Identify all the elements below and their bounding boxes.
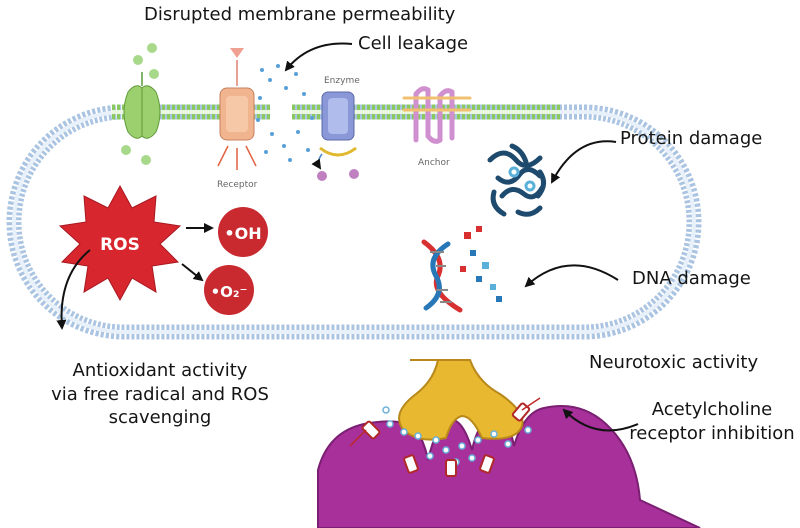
hydroxyl-label: •OH xyxy=(224,224,261,243)
membrane-gap xyxy=(270,100,292,124)
antioxidant-line-3: scavenging xyxy=(108,407,212,428)
green-channel-icon xyxy=(121,43,161,165)
dna-damage-arrow xyxy=(524,264,619,288)
neurotoxic-label: Neurotoxic activity xyxy=(589,352,759,373)
receptor-icon xyxy=(217,48,257,170)
ros-label: ROS xyxy=(100,235,140,255)
anchor-label: Anchor xyxy=(418,158,450,168)
ros-to-o2-arrow xyxy=(181,263,204,282)
protein-aggregate-icon xyxy=(487,143,546,217)
receptor-label: Receptor xyxy=(217,180,258,190)
presynaptic-terminal xyxy=(398,359,524,441)
dna-icon xyxy=(421,226,502,313)
acetylcholine-arrow xyxy=(562,408,639,432)
enzyme-label: Enzyme xyxy=(324,76,360,86)
hydroxyl-radical: •OH xyxy=(218,207,268,257)
inhibitor-syringes xyxy=(349,397,541,447)
ros-star xyxy=(58,184,182,302)
protein-damage-label: Protein damage xyxy=(620,128,763,149)
title-label: Disrupted membrane permeability xyxy=(144,4,456,25)
protein-damage-arrow xyxy=(551,140,617,184)
dna-damage-label: DNA damage xyxy=(632,268,751,289)
antioxidant-line-1: Antioxidant activity xyxy=(72,360,248,381)
enzyme-icon xyxy=(311,91,359,181)
acetylcholine-line-2: receptor inhibition xyxy=(629,423,795,444)
superoxide-radical: •O₂⁻ xyxy=(204,265,254,315)
anchor-icon xyxy=(402,86,472,144)
antioxidant-arrow xyxy=(56,249,91,330)
superoxide-label: •O₂⁻ xyxy=(211,283,248,301)
neurotransmitter-vesicles xyxy=(368,406,532,466)
cell-leakage-label: Cell leakage xyxy=(358,33,469,54)
leaking-particles xyxy=(256,64,314,162)
antioxidant-line-2: via free radical and ROS xyxy=(51,384,269,405)
acetylcholine-line-1: Acetylcholine xyxy=(651,399,773,420)
cell-leakage-arrow xyxy=(284,42,353,72)
